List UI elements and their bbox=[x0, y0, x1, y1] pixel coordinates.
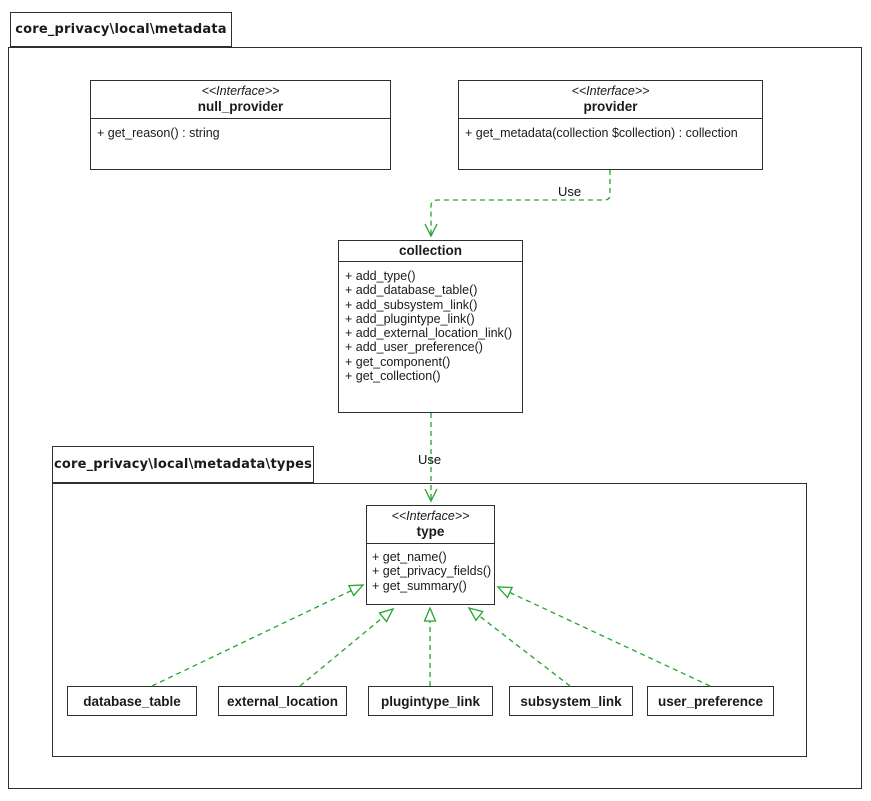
provider-stereotype: <<Interface>> bbox=[571, 84, 650, 98]
method-get-component: + get_component() bbox=[345, 354, 451, 369]
method-get-privacy-fields: + get_privacy_fields() bbox=[372, 564, 492, 579]
class-null-provider-header: <<Interface>> null_provider bbox=[91, 81, 390, 119]
provider-members: + get_metadata(collection $collection) :… bbox=[459, 119, 762, 144]
class-type-header: <<Interface>> type bbox=[367, 506, 494, 544]
method-get-summary: + get_summary() bbox=[372, 578, 467, 593]
provider-name: provider bbox=[583, 99, 638, 114]
collection-name: collection bbox=[398, 243, 462, 258]
method-add-subsystem-link: + add_subsystem_link() bbox=[345, 297, 478, 312]
null-provider-members: + get_reason() : string bbox=[91, 119, 390, 144]
use-label-provider-collection: Use bbox=[558, 184, 582, 199]
outer-package-tab: core_privacy\local\metadata bbox=[10, 12, 232, 47]
type-stereotype: <<Interface>> bbox=[391, 509, 470, 523]
class-subsystem-link: subsystem_link bbox=[509, 686, 633, 716]
subsystem-link-name: subsystem_link bbox=[520, 693, 622, 709]
type-name: type bbox=[416, 524, 445, 539]
method-add-type: + add_type() bbox=[345, 269, 416, 283]
method-add-plugintype-link: + add_plugintype_link() bbox=[345, 311, 475, 326]
class-user-preference: user_preference bbox=[647, 686, 774, 716]
method-get-name: + get_name() bbox=[372, 550, 447, 564]
collection-members: + add_type() + add_database_table() + ad… bbox=[339, 262, 522, 387]
method-get-reason: + get_reason() : string bbox=[97, 126, 220, 140]
class-plugintype-link: plugintype_link bbox=[368, 686, 493, 716]
class-collection-header: collection bbox=[339, 241, 522, 262]
class-provider-header: <<Interface>> provider bbox=[459, 81, 762, 119]
outer-package-label: core_privacy\local\metadata bbox=[15, 22, 227, 37]
method-add-database-table: + add_database_table() bbox=[345, 283, 478, 298]
method-add-external-location-link: + add_external_location_link() bbox=[345, 326, 513, 341]
class-collection: collection + add_type() + add_database_t… bbox=[338, 240, 523, 413]
method-add-user-preference: + add_user_preference() bbox=[345, 340, 483, 355]
class-null-provider: <<Interface>> null_provider + get_reason… bbox=[90, 80, 391, 170]
external-location-name: external_location bbox=[226, 693, 339, 709]
plugintype-link-name: plugintype_link bbox=[380, 693, 480, 709]
inner-package-label: core_privacy\local\metadata\types bbox=[53, 457, 313, 472]
class-database-table: database_table bbox=[67, 686, 197, 716]
database-table-name: database_table bbox=[83, 693, 181, 709]
type-members: + get_name() + get_privacy_fields() + ge… bbox=[367, 544, 494, 597]
user-preference-name: user_preference bbox=[657, 693, 764, 709]
method-get-collection: + get_collection() bbox=[345, 369, 441, 384]
class-external-location: external_location bbox=[218, 686, 347, 716]
class-type: <<Interface>> type + get_name() + get_pr… bbox=[366, 505, 495, 605]
inner-package-tab: core_privacy\local\metadata\types bbox=[52, 446, 314, 483]
method-get-metadata: + get_metadata(collection $collection) :… bbox=[465, 126, 738, 140]
class-provider: <<Interface>> provider + get_metadata(co… bbox=[458, 80, 763, 170]
use-label-collection-type: Use bbox=[418, 452, 442, 467]
null-provider-name: null_provider bbox=[197, 99, 284, 114]
null-provider-stereotype: <<Interface>> bbox=[201, 84, 280, 98]
